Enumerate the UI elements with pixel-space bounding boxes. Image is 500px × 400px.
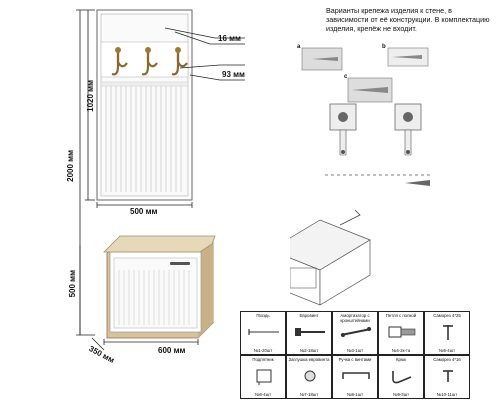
dim-rail-gap: 93 мм xyxy=(222,70,245,79)
hardware-qty: №10-11шт xyxy=(436,392,458,397)
variant-b-label: b xyxy=(382,44,386,50)
hardware-qty: №8-1шт xyxy=(346,392,364,397)
hardware-qty: №6-4шт xyxy=(254,392,272,397)
hardware-cell-hook: Крюк №9-3шт xyxy=(378,355,424,399)
dim-bench-width: 600 мм xyxy=(158,346,186,355)
hardware-qty: №3-1шт xyxy=(346,348,364,353)
fastening-variants-drawing xyxy=(290,47,430,306)
variant-c-label: c xyxy=(344,74,348,80)
dim-panel-height: 1020 мм xyxy=(86,80,95,112)
hardware-name: Амортизатор с кронштейнами xyxy=(340,313,370,323)
hardware-name: Евровинт xyxy=(299,313,319,318)
hardware-cell-eurobolt: Евровинт №2-18шт xyxy=(286,311,332,355)
screw-icon xyxy=(443,370,453,382)
hardware-cell-damper: Амортизатор с кронштейнами №3-1шт xyxy=(332,311,378,355)
hardware-cell-foot: Подпятник №6-4шт xyxy=(240,355,286,399)
handle-icon xyxy=(342,372,370,379)
hardware-name: Петля с полкой xyxy=(385,313,417,318)
eurobolt-icon xyxy=(295,328,325,336)
hardware-qty: №4-2к-та xyxy=(391,348,411,353)
hinge-icon xyxy=(388,326,416,338)
hardware-cell-hinge: Петля с полкой №4-2к-та xyxy=(378,311,424,355)
hardware-name: Крюк xyxy=(396,357,406,362)
hardware-qty: №1-20шт xyxy=(253,348,273,353)
plug-icon xyxy=(304,370,316,382)
dim-hook-gap: 16 мм xyxy=(218,34,241,43)
hardware-cell-screw-16: Саморез 4*16 №10-11шт xyxy=(424,355,470,399)
hardware-name: Саморез 4*16 xyxy=(433,357,461,362)
damper-icon xyxy=(340,327,372,337)
hardware-cell-screw-25: Саморез 4*25 №5-4шт xyxy=(424,311,470,355)
hook-icon xyxy=(392,371,412,384)
mounting-note: Варианты крепежа изделия к стене, в зави… xyxy=(326,6,490,33)
hardware-name: Ручка с винтами xyxy=(338,357,372,362)
hardware-qty: №7-18шт xyxy=(299,392,319,397)
hardware-name: Подпятник xyxy=(252,357,274,362)
dim-total-height: 2000 мм xyxy=(66,150,75,182)
variant-a-label: a xyxy=(297,44,301,50)
wall-panel-drawing xyxy=(76,9,245,351)
screw-icon xyxy=(443,325,453,340)
dim-bench-height: 500 мм xyxy=(68,270,77,298)
hardware-cell-plug: Заглушка евровинта №7-18шт xyxy=(286,355,332,399)
hardware-cell-nail: Гвоздь №1-20шт xyxy=(240,311,286,355)
dim-panel-width: 500 мм xyxy=(130,207,158,216)
hardware-name: Заглушка евровинта xyxy=(288,357,330,362)
hardware-name: Гвоздь xyxy=(256,313,270,318)
hardware-cell-handle: Ручка с винтами №8-1шт xyxy=(332,355,378,399)
nail-icon xyxy=(248,329,279,335)
hardware-qty: №9-3шт xyxy=(392,392,410,397)
hardware-qty: №2-18шт xyxy=(299,348,319,353)
hardware-name: Саморез 4*25 xyxy=(433,313,461,318)
foot-pad-icon xyxy=(256,369,272,385)
hardware-qty: №5-4шт xyxy=(438,348,456,353)
